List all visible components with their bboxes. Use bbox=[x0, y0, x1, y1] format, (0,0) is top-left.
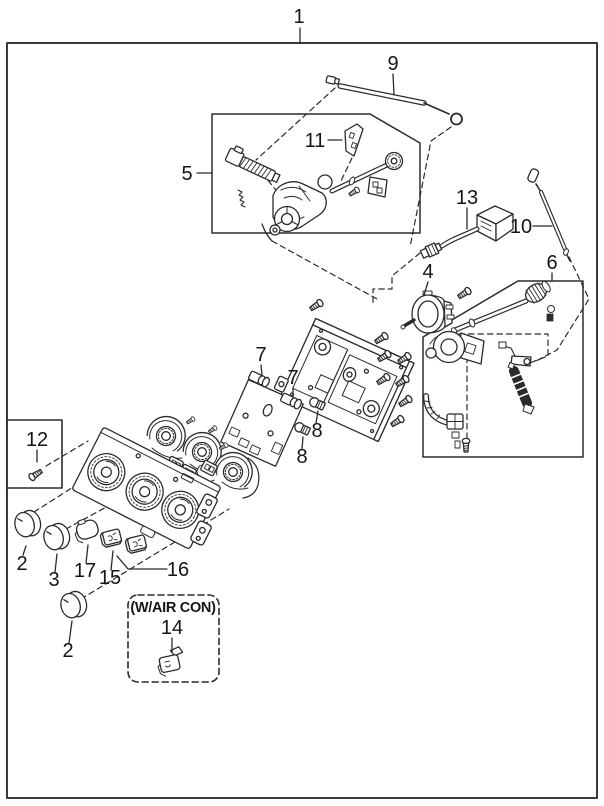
callout-2b: 2 bbox=[62, 640, 73, 662]
air-con-note-label: (W/AIR CON) bbox=[130, 600, 216, 616]
callout-9: 9 bbox=[387, 53, 398, 75]
button-15 bbox=[99, 527, 123, 549]
callout-3: 3 bbox=[48, 569, 59, 591]
part-5-box bbox=[211, 113, 421, 234]
panel-mount-ears bbox=[190, 493, 218, 546]
knurled-cap bbox=[524, 280, 551, 304]
bulb-8b bbox=[292, 420, 312, 437]
part-5-lever-assembly bbox=[224, 145, 404, 236]
part-6-assembly bbox=[423, 280, 555, 453]
callout-10: 10 bbox=[510, 216, 532, 238]
callout-6: 6 bbox=[546, 252, 557, 274]
knob-3 bbox=[40, 520, 74, 554]
part-9-cable bbox=[325, 75, 463, 126]
part-4-motor bbox=[400, 290, 455, 334]
callout-17: 17 bbox=[74, 560, 96, 582]
callout-2a: 2 bbox=[16, 553, 27, 575]
knob-17 bbox=[74, 518, 99, 544]
part-12-box bbox=[6, 419, 63, 489]
return-spring bbox=[507, 361, 535, 415]
callout-leader-lines bbox=[22, 27, 553, 653]
callout-7b: 7 bbox=[287, 367, 298, 389]
callout-4: 4 bbox=[422, 261, 433, 283]
lever-cable-tail bbox=[261, 223, 273, 242]
lever-arm bbox=[498, 341, 532, 367]
callout-14: 14 bbox=[161, 617, 183, 639]
callout-8b: 8 bbox=[296, 446, 307, 468]
knob-2b bbox=[57, 588, 91, 622]
button-16 bbox=[124, 533, 148, 555]
part-14-switch bbox=[157, 646, 184, 677]
part-10-rod bbox=[527, 168, 571, 262]
callout-8a: 8 bbox=[311, 420, 322, 442]
callout-11: 11 bbox=[305, 130, 326, 152]
mode-slider bbox=[224, 145, 281, 183]
callout-16: 16 bbox=[167, 559, 189, 581]
callout-13: 13 bbox=[456, 187, 478, 209]
knob-2a bbox=[11, 507, 45, 541]
part-13-harness bbox=[419, 205, 514, 259]
callout-7a: 7 bbox=[255, 344, 266, 366]
small-spring bbox=[237, 189, 246, 208]
air-con-box bbox=[127, 594, 220, 683]
part-6-box bbox=[422, 280, 584, 458]
callout-1: 1 bbox=[293, 6, 304, 28]
part-11-clip bbox=[344, 123, 364, 157]
outer-frame bbox=[6, 42, 598, 799]
screw-12 bbox=[27, 467, 44, 483]
callout-15: 15 bbox=[99, 567, 121, 589]
callout-12: 12 bbox=[26, 429, 48, 451]
callout-5: 5 bbox=[181, 163, 192, 185]
cable-clamp bbox=[423, 393, 464, 449]
